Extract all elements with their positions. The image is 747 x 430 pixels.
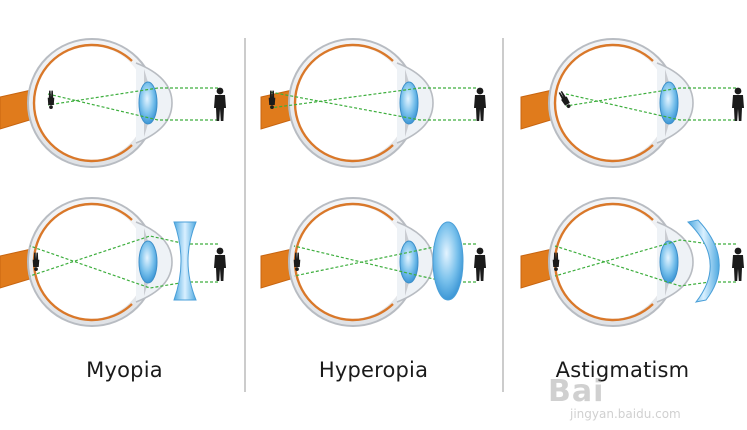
astigmatism-uncorrected-rays <box>565 87 736 121</box>
hyperopia-corrected-eye <box>259 196 435 328</box>
astigmatism-corrected-rays <box>554 239 736 287</box>
watermark-url: jingyan.baidu.com <box>570 407 681 421</box>
astigmatism-object-person-icon <box>732 87 744 121</box>
myopia-corrected-person-icon <box>214 247 226 281</box>
caption-astigmatism: Astigmatism <box>555 358 690 382</box>
astigmatism-corrected-person-icon <box>732 247 744 281</box>
cylindrical-lens <box>686 219 720 303</box>
myopia-uncorrected-eye <box>0 37 174 169</box>
caption-myopia: Myopia <box>86 358 163 382</box>
myopia-object-person-icon <box>214 87 226 121</box>
watermark: Bai jingyan.baidu.com <box>548 374 681 421</box>
hyperopia-uncorrected-rays <box>269 87 476 121</box>
watermark-logo: Bai <box>548 374 605 409</box>
hyperopia-uncorrected-eye <box>259 37 435 169</box>
myopia-uncorrected-rays <box>47 87 218 121</box>
hyperopia-object-person-icon <box>474 87 486 121</box>
concave-lens <box>173 221 197 301</box>
astigmatism-corrected-eye <box>519 196 695 328</box>
hyperopia-corrected-person-icon <box>474 247 486 281</box>
caption-hyperopia: Hyperopia <box>318 358 429 382</box>
convex-lens <box>432 221 464 301</box>
myopia-corrected-rays <box>29 235 218 289</box>
myopia-corrected-eye <box>0 196 174 328</box>
